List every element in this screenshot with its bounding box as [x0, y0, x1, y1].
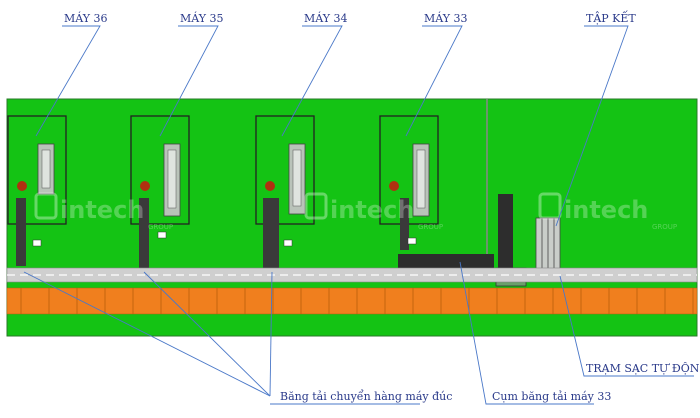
label-may-34: MÁY 34 — [304, 11, 348, 25]
callout-line-bang-tai-1 — [23, 271, 271, 397]
machine-bay-36 — [7, 115, 67, 266]
label-cum-bang-tai: Cụm băng tải máy 33 — [492, 390, 611, 403]
label-tap-ket: TẬP KẾT — [586, 10, 636, 25]
callout-line-may-33 — [405, 25, 463, 137]
svg-text:intech: intech — [564, 196, 648, 224]
orange-stripe-band — [6, 287, 698, 315]
callout-line-may-36 — [35, 25, 101, 137]
machine-bay-35 — [130, 115, 190, 268]
svg-text:intech: intech — [330, 196, 414, 224]
gathering-area-equipment — [535, 217, 565, 277]
callout-line-tram-sac — [559, 275, 694, 377]
callout-line-bang-tai-3 — [269, 271, 273, 397]
callout-line-tap-ket — [555, 25, 629, 227]
machine-bay-33 — [379, 115, 439, 250]
label-bang-tai: Băng tải chuyển hàng máy đúc — [280, 389, 452, 403]
label-may-36: MÁY 36 — [64, 11, 108, 25]
label-may-33: MÁY 33 — [424, 11, 468, 25]
callout-line-may-34 — [281, 25, 343, 137]
callout-line-cum-bang-tai — [459, 261, 594, 405]
watermark-center: intech GROUP — [304, 192, 443, 231]
watermark-right: intech GROUP — [538, 192, 677, 231]
label-may-35: MÁY 35 — [180, 11, 224, 25]
svg-text:intech: intech — [60, 196, 144, 224]
machine-bay-34 — [255, 115, 315, 268]
svg-text:GROUP: GROUP — [418, 223, 443, 231]
watermark-left: intech GROUP — [34, 192, 173, 231]
label-tram-sac: TRẠM SẠC TỰ ĐỘNG — [586, 361, 700, 375]
callout-line-bang-tai-2 — [143, 271, 271, 397]
callout-line-may-35 — [159, 25, 219, 137]
svg-text:GROUP: GROUP — [652, 223, 677, 231]
svg-text:GROUP: GROUP — [148, 223, 173, 231]
